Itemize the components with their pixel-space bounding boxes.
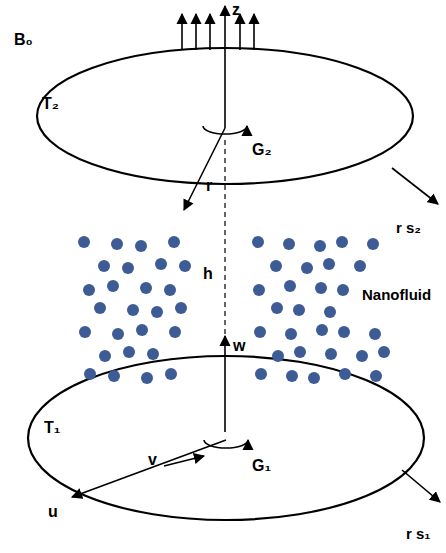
nanoparticle (254, 326, 266, 338)
nanoparticle (112, 328, 124, 340)
axis-label: r (206, 178, 212, 194)
nanoparticle (301, 262, 313, 274)
nanoparticle (122, 262, 134, 274)
gap-label: h (203, 266, 213, 282)
nanoparticle (293, 304, 305, 316)
nanoparticle (378, 346, 390, 358)
stretch-arrow (392, 168, 438, 204)
nanoparticle (314, 240, 326, 252)
v-arrow (164, 456, 204, 466)
nanoparticle (356, 350, 368, 362)
w-arrow (224, 336, 226, 432)
nanoparticle (179, 260, 191, 272)
nanoparticle (140, 282, 152, 294)
nanoparticle (165, 368, 177, 380)
nanoparticle (255, 368, 267, 380)
nanoparticle (270, 260, 282, 272)
nanoparticle (123, 346, 135, 358)
nanoparticle (78, 236, 90, 248)
z-axis (224, 6, 226, 128)
nanoparticle (94, 302, 106, 314)
magnetic-field-arrows (182, 14, 254, 50)
nanoparticle (294, 346, 306, 358)
u-arrow (72, 440, 226, 497)
stretch-arrow (402, 470, 440, 502)
stretch-label: r s₁ (406, 526, 431, 541)
nanoparticle (252, 236, 264, 248)
rotation-label: G₁ (252, 458, 271, 474)
nanoparticle (271, 302, 283, 314)
nanoparticle (315, 282, 327, 294)
axis-label: z (232, 2, 240, 18)
nanoparticle (325, 348, 337, 360)
nanoparticle (337, 284, 349, 296)
nanoparticle (168, 236, 180, 248)
nanoparticle (108, 370, 120, 382)
nanoparticle (79, 326, 91, 338)
velocity-label: u (48, 504, 58, 520)
axis-dashed (224, 140, 225, 335)
nanoparticle (316, 324, 328, 336)
nanoparticle (324, 306, 336, 318)
nanoparticle (272, 350, 284, 362)
fluid-label: Nanofluid (362, 287, 431, 302)
nanoparticle (338, 326, 350, 338)
nanoparticle (111, 238, 123, 250)
nanoparticle (285, 328, 297, 340)
nanoparticle (155, 258, 167, 270)
nanoparticle (286, 370, 298, 382)
temperature-label: T₁ (44, 420, 60, 436)
nanoparticle (175, 302, 187, 314)
nanoparticle (83, 284, 95, 296)
velocity-label: v (148, 452, 157, 468)
nanoparticle (253, 284, 265, 296)
velocity-label: w (233, 338, 245, 354)
nanoparticle (98, 260, 110, 272)
nanoparticles (78, 236, 390, 384)
nanoparticle (141, 372, 153, 384)
nanoparticle (369, 328, 381, 340)
nanoparticle (107, 280, 119, 292)
nanoparticle (84, 368, 96, 380)
rotation-arrow (204, 440, 248, 448)
r-axis (184, 128, 225, 210)
stretch-label: r s₂ (396, 220, 421, 235)
nanoparticle (99, 350, 111, 362)
nanoparticle (127, 304, 139, 316)
nanoparticle (135, 240, 147, 252)
nanoparticle (164, 284, 176, 296)
nanoparticle (308, 372, 320, 384)
nanoparticle (336, 236, 348, 248)
rotation-arrow (203, 126, 247, 134)
nanoparticle (147, 348, 159, 360)
temperature-label: T₂ (42, 96, 59, 112)
nanoparticle (169, 326, 181, 338)
nanoparticle (323, 258, 335, 270)
nanoparticle (370, 370, 382, 382)
nanoparticle (367, 238, 379, 250)
field-label: B₀ (14, 32, 33, 48)
nanoparticle (284, 280, 296, 292)
nanoparticle (136, 324, 148, 336)
lower-disk (28, 356, 424, 520)
rotation-label: G₂ (252, 142, 272, 158)
nanoparticle (283, 238, 295, 250)
nanoparticle (151, 306, 163, 318)
nanoparticle (354, 260, 366, 272)
nanoparticle (339, 368, 351, 380)
